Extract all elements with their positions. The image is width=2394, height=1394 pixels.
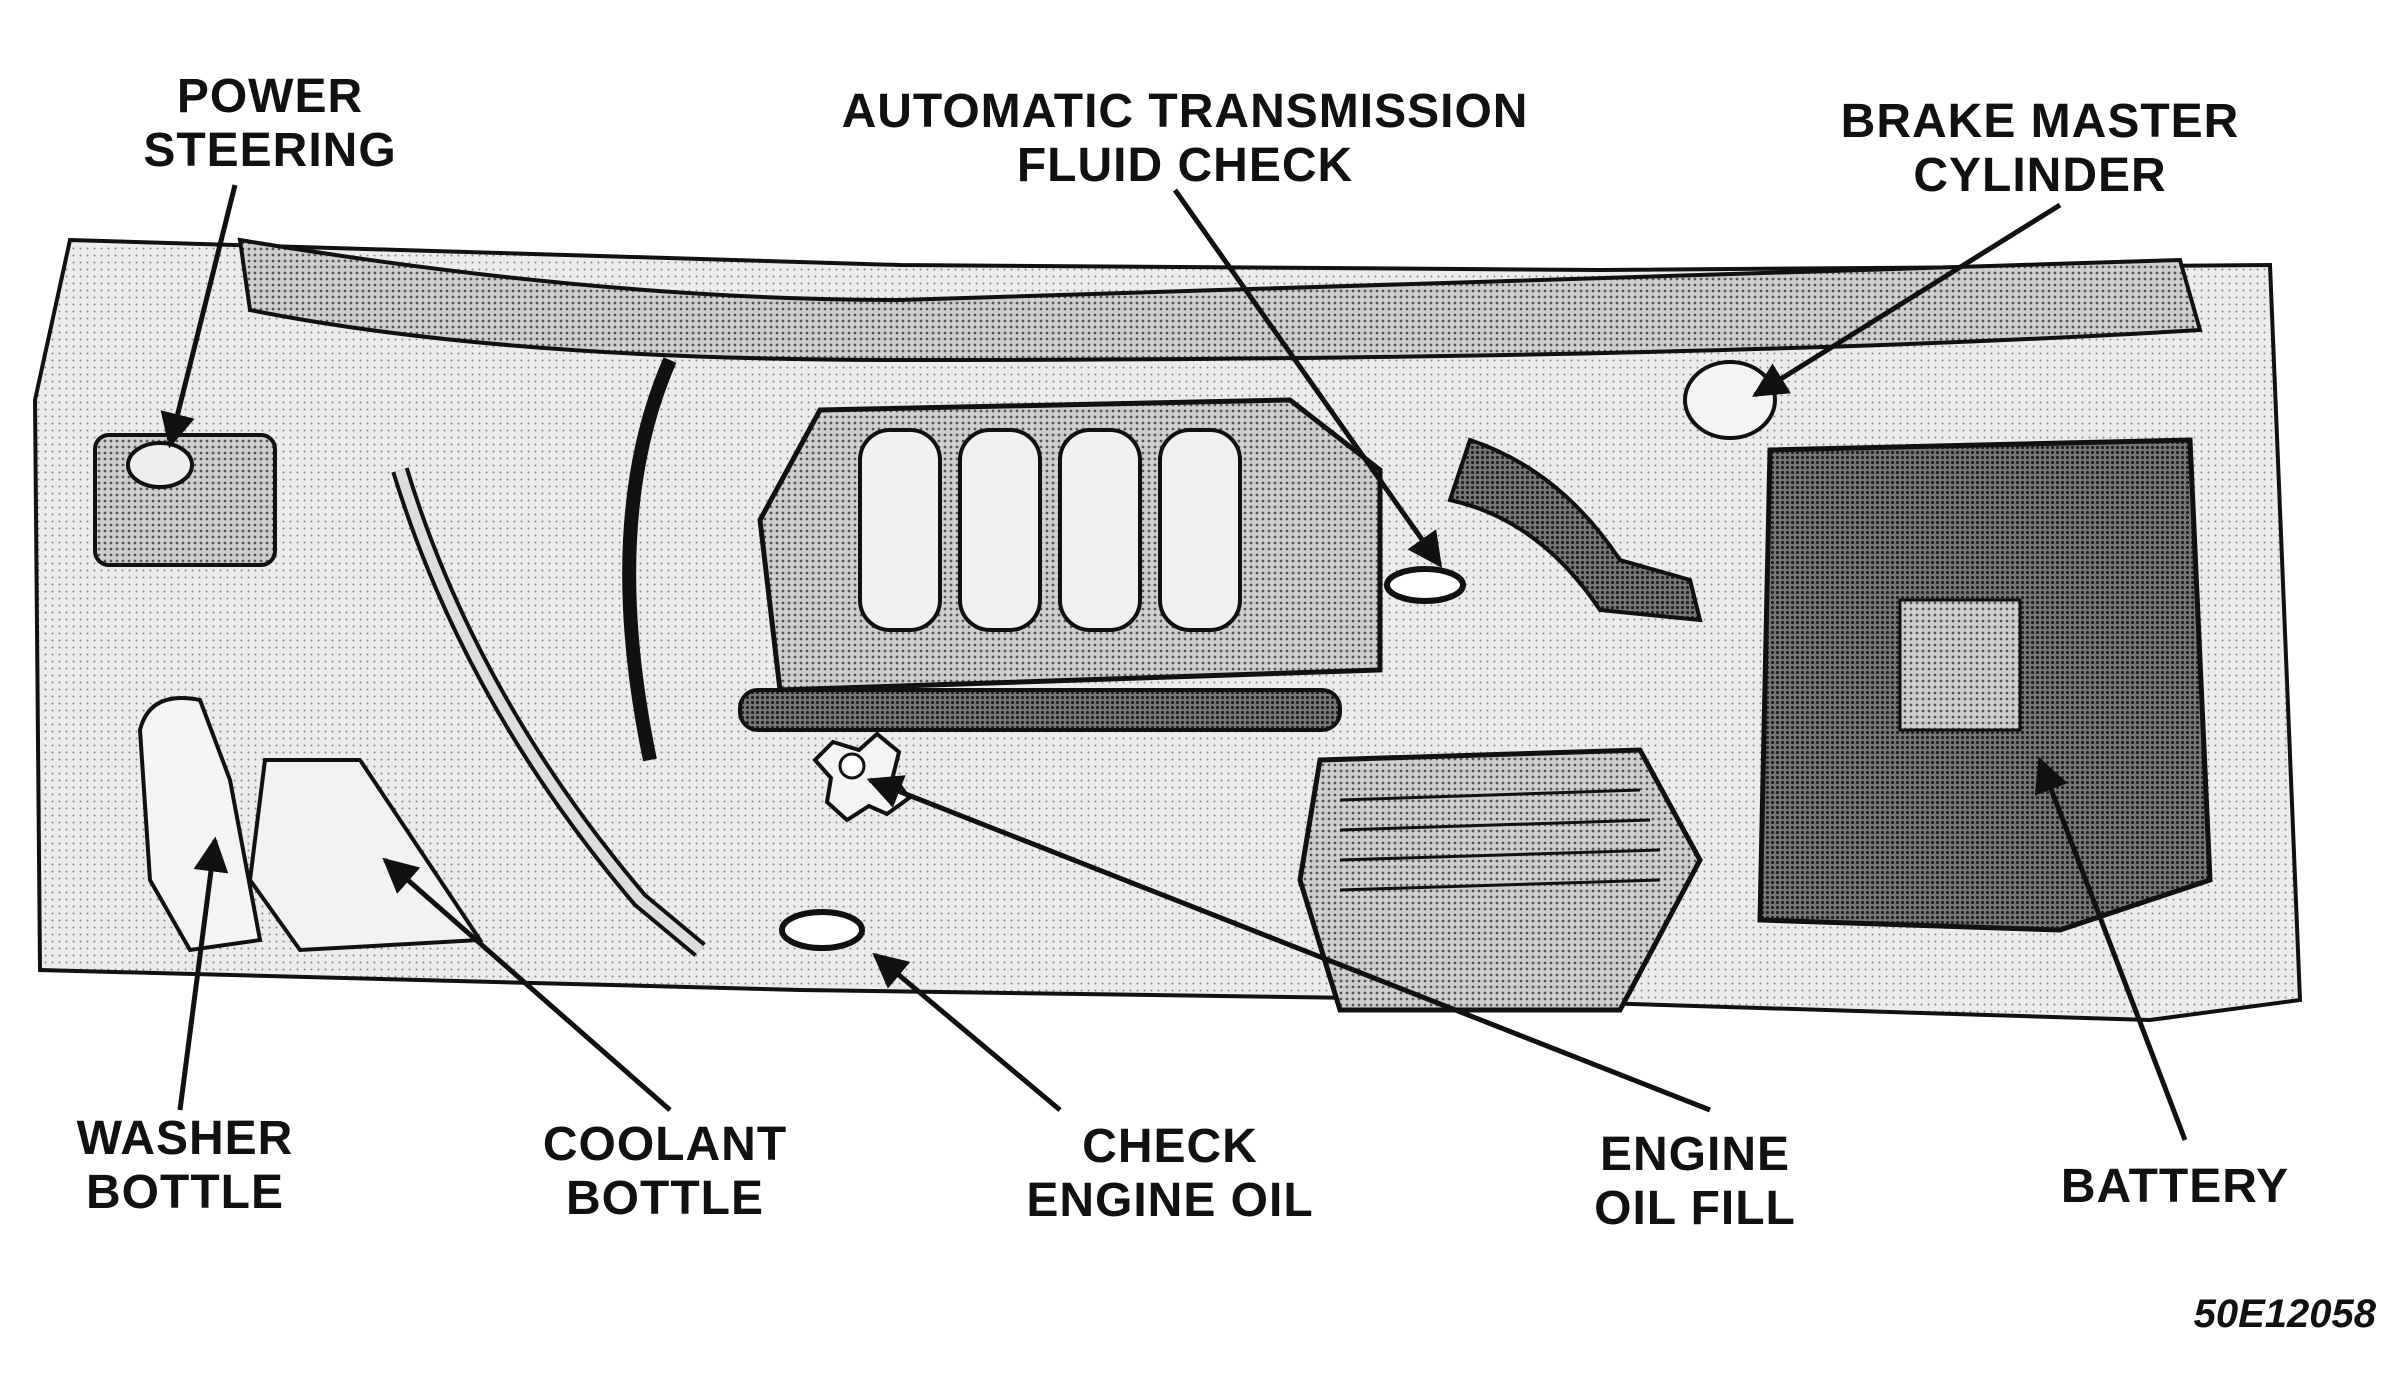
label-line: BOTTLE [566,1172,764,1225]
label-line: FLUID CHECK [1016,139,1354,192]
engine-bay [32,237,2303,1023]
arrow-brake-master [1752,202,2062,398]
arrow-coolant-bottle [382,857,672,1112]
arrow-battery [2034,756,2188,1141]
label-power-steering: POWER STEERING [95,70,445,178]
label-automatic-transmission-fluid-check: AUTOMATIC TRANSMISSION FLUID CHECK [800,85,1570,193]
label-line: ENGINE OIL [1026,1174,1314,1227]
label-line: COOLANT [542,1118,788,1171]
label-line: BOTTLE [86,1166,284,1219]
label-brake-master-cylinder: BRAKE MASTER CYLINDER [1800,95,2280,203]
label-check-engine-oil: CHECK ENGINE OIL [985,1120,1355,1228]
label-line: OIL FILL [1594,1182,1796,1235]
label-battery: BATTERY [2025,1160,2325,1214]
label-engine-oil-fill: ENGINE OIL FILL [1545,1128,1845,1236]
arrow-engine-oil-fill [866,775,1711,1113]
leader-lines [160,184,2188,1141]
label-line: POWER [176,70,364,123]
label-line: CYLINDER [1913,149,2167,202]
arrow-power-steering [160,184,238,449]
label-washer-bottle: WASHER BOTTLE [40,1112,330,1220]
label-line: BATTERY [2060,1160,2290,1213]
arrow-check-engine-oil [872,952,1062,1112]
label-coolant-bottle: COOLANT BOTTLE [505,1118,825,1226]
label-line: BRAKE MASTER [1840,95,2240,148]
figure-id: 50E12058 [2193,1292,2376,1336]
label-line: ENGINE [1599,1128,1791,1181]
label-line: WASHER [76,1112,294,1165]
arrow-washer-bottle [177,836,229,1111]
label-line: AUTOMATIC TRANSMISSION [841,85,1529,138]
label-line: CHECK [1082,1120,1258,1173]
arrow-atf-check [1172,188,1443,568]
label-line: STEERING [143,124,397,177]
